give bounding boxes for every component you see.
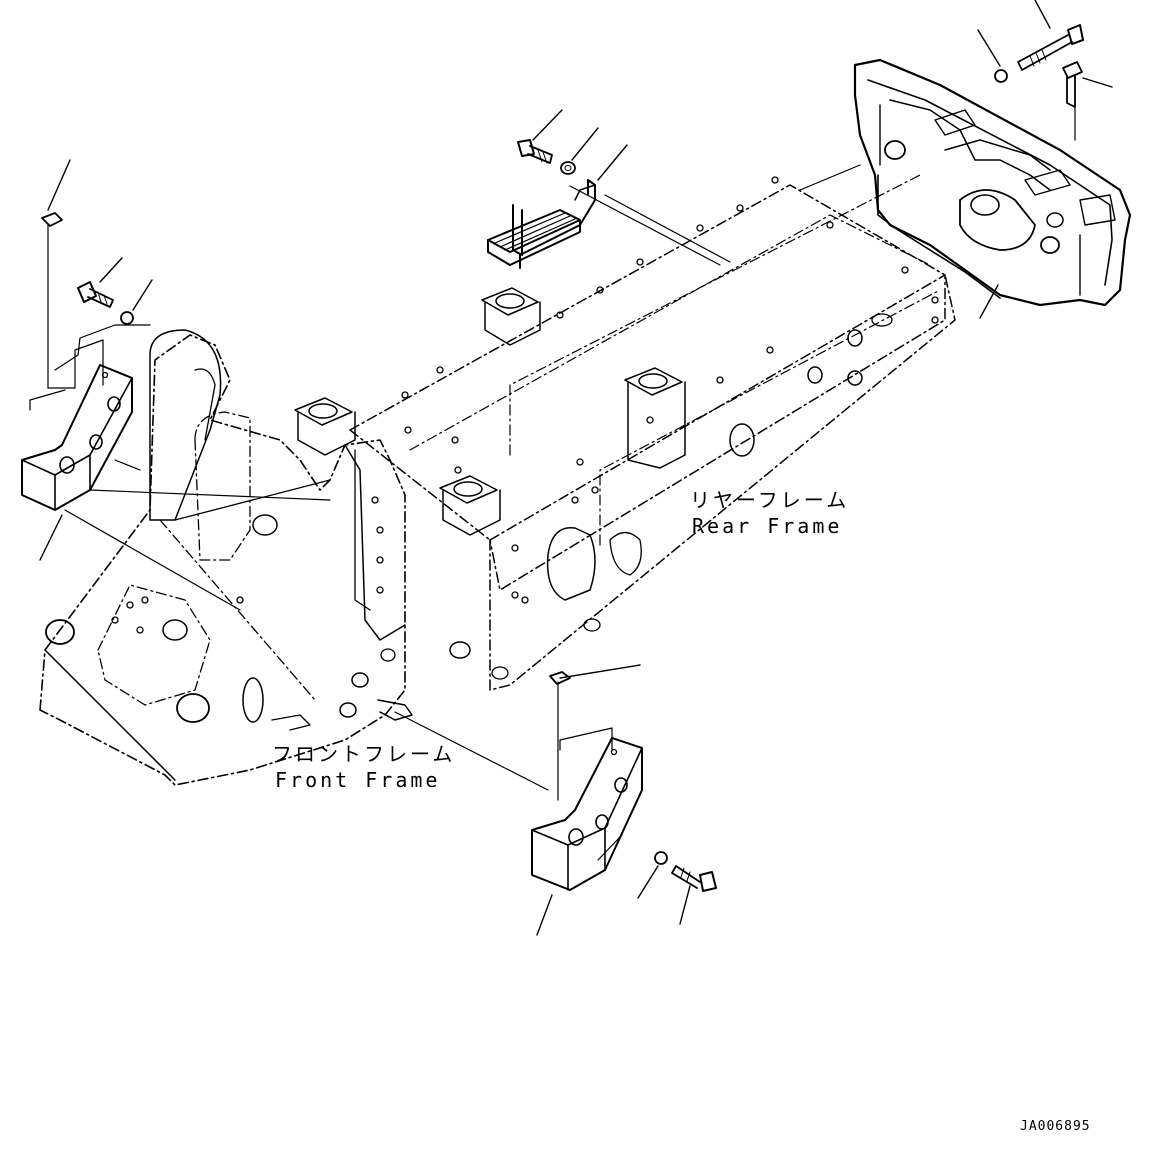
step-washer: [560, 161, 576, 175]
front-plate-cap-right: [549, 671, 571, 685]
step-ladder: [487, 179, 596, 269]
front-plate-washer-right: [654, 851, 668, 865]
mount-pad: [439, 475, 501, 536]
leader-lines: [39, 0, 1113, 936]
frame-bolts: [401, 176, 939, 604]
front-counterweight-left: [21, 364, 133, 511]
front-frame-bolts: [111, 496, 384, 634]
counterweight-bolt: [1017, 24, 1084, 71]
front-frame-label-en: Front Frame: [275, 768, 441, 792]
rear-frame-label-jp: リヤーフレーム: [690, 488, 850, 512]
mount-pad: [481, 287, 541, 346]
mount-pad: [624, 367, 686, 469]
drawing-number: JA006895: [1020, 1119, 1091, 1134]
assembly-lines: [29, 106, 1076, 861]
step-bolt: [517, 139, 553, 164]
front-plate-bolt-right: [671, 865, 717, 892]
rear-counterweight: [853, 58, 1132, 307]
counterweight-pin: [1062, 61, 1083, 108]
front-plate-cap-left: [41, 212, 63, 227]
rear-frame-label-en: Rear Frame: [692, 514, 843, 538]
mount-pad: [294, 397, 356, 456]
front-counterweight-right: [531, 737, 643, 891]
front-plate-bolt-left: [77, 281, 114, 308]
front-plate-washer-left: [120, 311, 134, 325]
rear-frame: [294, 174, 956, 691]
counterweight-washer: [994, 69, 1008, 83]
front-frame-label-jp: フロントフレーム: [272, 742, 456, 766]
front-frame: [39, 329, 413, 786]
